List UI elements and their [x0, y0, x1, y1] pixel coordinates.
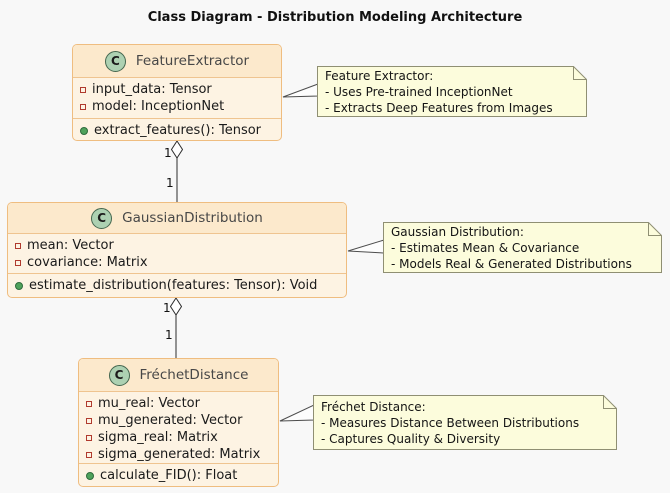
note-connector-gaussian [347, 239, 385, 254]
diagram-title: Class Diagram - Distribution Modeling Ar… [147, 10, 523, 25]
note-paper-icon [383, 222, 662, 273]
field-row: input_data: Tensor [73, 81, 281, 98]
note-line: - Extracts Deep Features from Images [325, 101, 553, 115]
note-line: - Uses Pre-trained InceptionNet [325, 85, 513, 99]
note-line: Feature Extractor: [325, 69, 434, 83]
note-connector-frechet [279, 404, 315, 422]
field-text: mu_real: Vector [98, 396, 200, 411]
class-name: FréchetDistance [139, 367, 249, 383]
note-text: Feature Extractor: - Uses Pre-trained In… [317, 66, 587, 118]
class-feature-extractor: C FeatureExtractor input_data: Tensor mo… [72, 44, 282, 141]
private-field-icon [86, 434, 92, 441]
field-text: input_data: Tensor [92, 82, 212, 97]
note-gaussian-distribution: Gaussian Distribution: - Estimates Mean … [383, 222, 662, 273]
aggregation-diamond-icon [169, 297, 183, 316]
field-row: mu_real: Vector [79, 395, 278, 412]
multiplicity-label: 1 [163, 301, 171, 315]
multiplicity-label: 1 [166, 176, 174, 190]
public-method-icon [80, 126, 88, 135]
field-row: mu_generated: Vector [79, 412, 278, 429]
public-method-icon [86, 471, 94, 480]
note-line: Gaussian Distribution: [391, 225, 524, 239]
method-text: calculate_FID(): Float [100, 468, 238, 483]
methods-section: calculate_FID(): Float [79, 463, 278, 487]
note-line: - Models Real & Generated Distributions [391, 257, 632, 271]
class-header: C GaussianDistribution [8, 203, 346, 233]
note-text: Gaussian Distribution: - Estimates Mean … [383, 222, 662, 274]
class-icon: C [104, 50, 126, 72]
field-text: covariance: Matrix [27, 255, 148, 270]
methods-section: estimate_distribution(features: Tensor):… [8, 273, 346, 297]
note-line: Fréchet Distance: [321, 400, 426, 414]
method-row: extract_features(): Tensor [73, 122, 281, 139]
note-line: - Captures Quality & Diversity [321, 432, 501, 446]
method-row: estimate_distribution(features: Tensor):… [8, 277, 346, 294]
aggregation-diamond-icon [170, 140, 184, 159]
private-field-icon [86, 451, 92, 458]
field-row: covariance: Matrix [8, 254, 346, 271]
field-text: sigma_real: Matrix [98, 430, 218, 445]
field-row: mean: Vector [8, 237, 346, 254]
field-row: sigma_real: Matrix [79, 429, 278, 446]
field-row: model: InceptionNet [73, 98, 281, 115]
class-frechet-distance: C FréchetDistance mu_real: Vector mu_gen… [78, 358, 279, 487]
fields-section: input_data: Tensor model: InceptionNet [73, 77, 281, 118]
class-gaussian-distribution: C GaussianDistribution mean: Vector cova… [7, 202, 347, 298]
note-connector-feature-extractor [282, 83, 319, 98]
multiplicity-label: 1 [165, 328, 173, 342]
field-text: mean: Vector [27, 238, 114, 253]
private-field-icon [15, 242, 21, 249]
note-feature-extractor: Feature Extractor: - Uses Pre-trained In… [317, 66, 587, 117]
method-text: extract_features(): Tensor [94, 123, 262, 138]
note-text: Fréchet Distance: - Measures Distance Be… [313, 395, 617, 449]
note-line: - Measures Distance Between Distribution… [321, 416, 580, 430]
note-line: - Estimates Mean & Covariance [391, 241, 580, 255]
public-method-icon [15, 281, 23, 290]
method-text: estimate_distribution(features: Tensor):… [29, 278, 318, 293]
private-field-icon [86, 417, 92, 424]
fields-section: mean: Vector covariance: Matrix [8, 233, 346, 273]
fields-section: mu_real: Vector mu_generated: Vector sig… [79, 391, 278, 463]
class-header: C FeatureExtractor [73, 45, 281, 77]
class-header: C FréchetDistance [79, 359, 278, 391]
methods-section: extract_features(): Tensor [73, 118, 281, 142]
note-paper-icon [313, 395, 617, 450]
class-name: GaussianDistribution [122, 210, 263, 226]
private-field-icon [15, 259, 21, 266]
private-field-icon [86, 400, 92, 407]
field-row: sigma_generated: Matrix [79, 446, 278, 463]
private-field-icon [80, 103, 86, 110]
field-text: mu_generated: Vector [98, 413, 243, 428]
field-text: model: InceptionNet [92, 99, 225, 114]
field-text: sigma_generated: Matrix [98, 447, 261, 462]
note-frechet-distance: Fréchet Distance: - Measures Distance Be… [313, 395, 617, 450]
method-row: calculate_FID(): Float [79, 467, 278, 484]
multiplicity-label: 1 [164, 146, 172, 160]
class-name: FeatureExtractor [135, 53, 250, 69]
class-icon: C [91, 207, 113, 229]
private-field-icon [80, 86, 86, 93]
class-icon: C [108, 364, 130, 386]
note-paper-icon [317, 66, 587, 117]
